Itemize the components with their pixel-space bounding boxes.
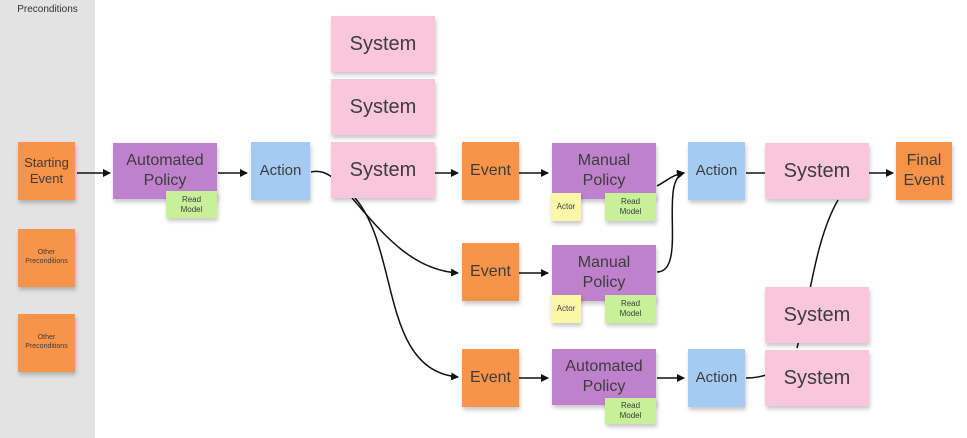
- final-event-note[interactable]: Final Event: [896, 142, 952, 200]
- action-note[interactable]: Action: [688, 142, 745, 200]
- connector-manual2-to-action2: [656, 170, 685, 273]
- other-preconditions-note[interactable]: Other Preconditions: [18, 229, 75, 287]
- connector-action3-to-system: [745, 374, 767, 379]
- automated-policy-note[interactable]: Automated Policy: [552, 349, 656, 405]
- event-note[interactable]: Event: [462, 142, 519, 200]
- system-note[interactable]: System: [765, 287, 869, 343]
- manual-policy-note[interactable]: Manual Policy: [552, 143, 656, 199]
- actor-note[interactable]: Actor: [551, 295, 581, 323]
- event-note[interactable]: Event: [462, 349, 519, 407]
- read-model-note[interactable]: Read Model: [166, 191, 217, 218]
- automated-policy-note[interactable]: Automated Policy: [113, 143, 217, 199]
- action-note[interactable]: Action: [688, 349, 745, 407]
- action-note[interactable]: Action: [251, 142, 310, 200]
- system-note[interactable]: System: [765, 350, 869, 406]
- system-note[interactable]: System: [765, 143, 869, 199]
- connector-system-to-event2: [351, 197, 459, 277]
- read-model-note[interactable]: Read Model: [605, 193, 656, 221]
- read-model-note[interactable]: Read Model: [605, 398, 656, 424]
- system-note[interactable]: System: [331, 79, 435, 135]
- connector-action-to-system: [310, 170, 333, 178]
- lane-title: Preconditions: [17, 4, 78, 15]
- event-note[interactable]: Event: [462, 243, 519, 301]
- system-note[interactable]: System: [331, 142, 435, 198]
- other-preconditions-note[interactable]: Other Preconditions: [18, 314, 75, 372]
- manual-policy-note[interactable]: Manual Policy: [552, 245, 656, 301]
- connector-system-to-event3: [354, 197, 459, 381]
- read-model-note[interactable]: Read Model: [605, 295, 656, 323]
- actor-note[interactable]: Actor: [551, 193, 581, 221]
- system-note[interactable]: System: [331, 16, 435, 72]
- starting-event-note[interactable]: Starting Event: [18, 142, 75, 200]
